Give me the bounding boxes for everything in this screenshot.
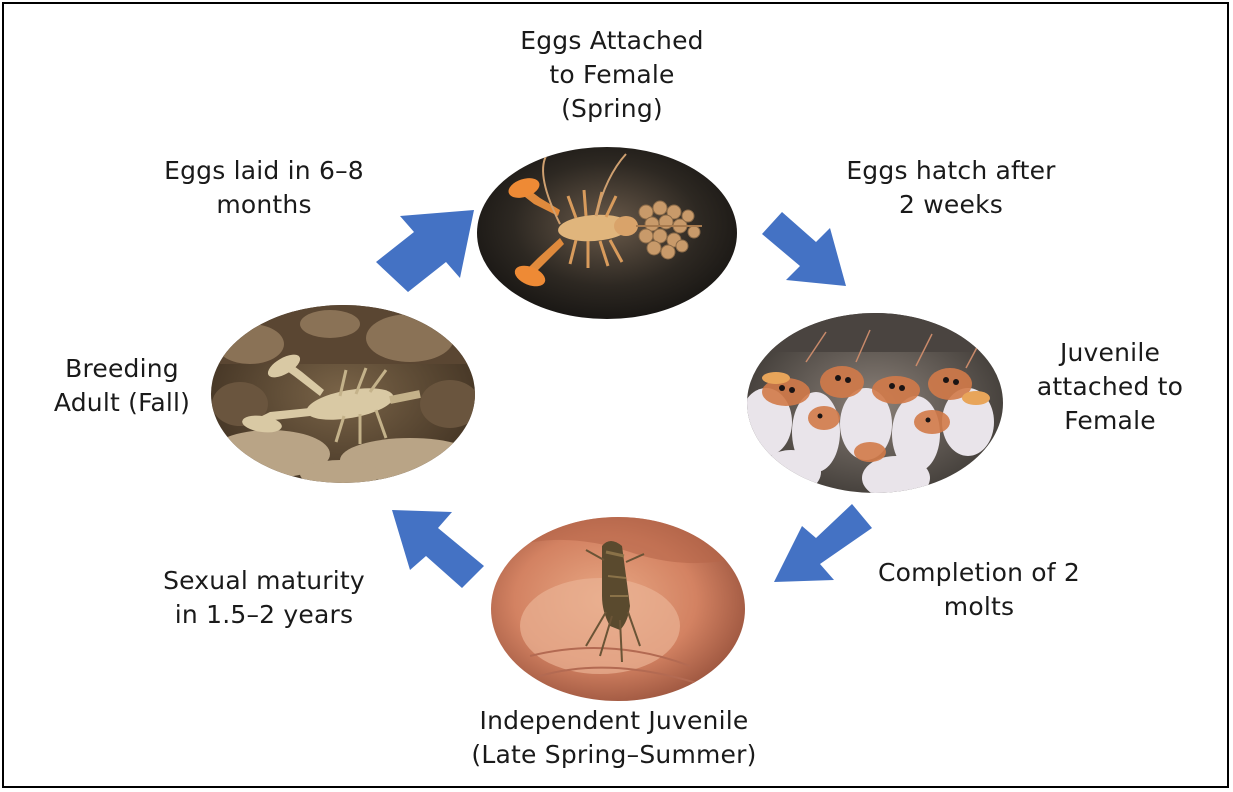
stage-label-line: Breeding: [32, 352, 212, 386]
transition-label-line: molts: [854, 590, 1104, 624]
stage-label-line: (Late Spring–Summer): [424, 738, 804, 772]
transition-label-line: Eggs hatch after: [836, 154, 1066, 188]
stage-photo-eggs-attached: [476, 146, 738, 320]
transition-label-line: Eggs laid in 6–8: [144, 154, 384, 188]
stage-label-line: Independent Juvenile: [424, 704, 804, 738]
stage-label-line: to Female: [492, 58, 732, 92]
transition-label-eggs-laid: Eggs laid in 6–8 months: [144, 154, 384, 222]
stage-label-line: Female: [1010, 404, 1210, 438]
stage-photo-breeding-adult: [210, 304, 476, 484]
stage-label-eggs-attached: Eggs Attached to Female (Spring): [492, 24, 732, 126]
stage-label-line: Eggs Attached: [492, 24, 732, 58]
arrow-shape: [774, 504, 872, 582]
cycle-arrow-top-right: [754, 200, 864, 296]
cycle-arrow-top-left: [366, 204, 486, 304]
arrow-shape: [376, 210, 474, 292]
arrow-shape: [392, 510, 484, 588]
cycle-arrow-bottom-left: [382, 502, 492, 594]
transition-label-line: months: [144, 188, 384, 222]
stage-label-line: attached to: [1010, 370, 1210, 404]
stage-label-line: Adult (Fall): [32, 386, 212, 420]
transition-label-eggs-hatch: Eggs hatch after 2 weeks: [836, 154, 1066, 222]
stage-label-line: Juvenile: [1010, 336, 1210, 370]
transition-label-line: Completion of 2: [854, 556, 1104, 590]
transition-label-line: in 1.5–2 years: [144, 598, 384, 632]
stage-label-breeding-adult: Breeding Adult (Fall): [32, 352, 212, 420]
transition-label-sexual-maturity: Sexual maturity in 1.5–2 years: [144, 564, 384, 632]
stage-photo-independent-juvenile: [490, 516, 746, 702]
transition-label-line: 2 weeks: [836, 188, 1066, 222]
stage-photo-juvenile-attached: [746, 312, 1004, 494]
transition-label-line: Sexual maturity: [144, 564, 384, 598]
arrow-shape: [762, 212, 846, 286]
stage-label-line: (Spring): [492, 92, 732, 126]
transition-label-molts: Completion of 2 molts: [854, 556, 1104, 624]
stage-label-juvenile-attached: Juvenile attached to Female: [1010, 336, 1210, 438]
cycle-arrow-bottom-right: [768, 498, 878, 588]
stage-label-independent-juvenile: Independent Juvenile (Late Spring–Summer…: [424, 704, 804, 772]
